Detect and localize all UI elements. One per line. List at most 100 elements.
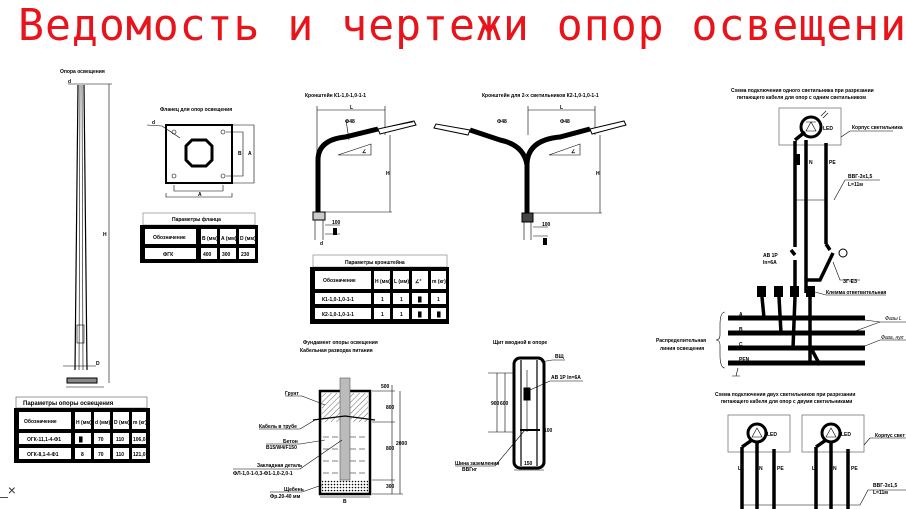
ucs-cursor-icon: _× xyxy=(0,482,16,498)
fuse-box-dim: 100 xyxy=(544,428,553,434)
table-cell: 1 xyxy=(381,312,384,318)
bracket-table-header: H (мм) xyxy=(375,279,391,285)
foundation-dim: В xyxy=(343,499,347,505)
bracket-parameters-table: Параметры кронштейна Обозначение H (мм) … xyxy=(310,254,449,324)
fuse-box-label: ВЩ xyxy=(555,354,565,360)
phase-note: Фазы L xyxy=(885,316,902,322)
bracket-table-header: L (мм) xyxy=(394,279,409,285)
flange-drawing: Фланец для опор освещения d B A A xyxy=(146,107,255,198)
scheme-double-heading: Схема подключения двух светильников при … xyxy=(715,392,855,398)
bracket-table-header: ∠° xyxy=(415,279,421,285)
breaker-label: In=6А xyxy=(763,260,777,266)
fuse-box-label: Шина заземления xyxy=(455,461,499,467)
pole-table-row: ОГК-11,1-4-Ф1 █ 70 110 106,0 xyxy=(19,433,146,444)
cable-length-label: L=11м xyxy=(848,182,863,188)
table-cell: ОГК-8,1-4-Ф1 xyxy=(27,452,59,458)
foundation-dim: 800 xyxy=(386,446,395,452)
pole-dim-top: d xyxy=(68,79,71,85)
wire-label: PE xyxy=(851,466,858,472)
line-label: Распределительная xyxy=(656,338,706,344)
fuse-box-drawing: Щит вводной в опоре ВЩ АВ 1Р In=6А Шина … xyxy=(455,339,583,473)
cable-label: ВВГ-3х1,5 xyxy=(848,174,872,180)
flange-dim-a: A xyxy=(248,151,252,157)
flange-parameters-table: Параметры фланца Обозначение B (мм) A (м… xyxy=(140,212,258,263)
bracket-single-heading: Кронштейн К1-1,0-1,0-1-1 xyxy=(305,92,366,99)
bracket-table-header: Обозначение xyxy=(323,277,356,284)
flange-dim-b: B xyxy=(238,151,242,157)
foundation-drawing: Фундамент опоры освещения Кабельная разв… xyxy=(233,340,407,505)
pole-drawing: Опора освещения d H D xyxy=(60,69,112,388)
table-cell: 400 xyxy=(203,252,212,258)
drawing-title: Ведомость и чертежи опор освещения xyxy=(18,0,906,51)
flange-table-header: Обозначение xyxy=(153,234,186,241)
bracket-double-dim-pipe-left: Ф48 xyxy=(497,119,507,125)
table-cell: 8 xyxy=(81,452,84,458)
fuse-box-label: ВВГнг xyxy=(462,467,477,473)
flange-dim-d: d xyxy=(152,120,155,126)
flange-dim-a-bottom: A xyxy=(198,192,202,198)
table-cell: 110 xyxy=(116,437,124,443)
fuse-box-dim: 150 xyxy=(524,461,533,467)
foundation-label: В15/W4/F150 xyxy=(266,445,297,451)
flange-table-title: Параметры фланца xyxy=(172,216,221,223)
fuse-box-dim: 900 xyxy=(491,401,500,407)
pole-dim-base: D xyxy=(96,361,100,367)
bracket-double-dim-sleeve: 100 xyxy=(542,222,551,228)
table-cell: 106,0 xyxy=(133,437,146,443)
table-cell: К2-1,0-1,0-1-1 xyxy=(322,312,354,318)
foundation-label: Фр.20-40 мм xyxy=(270,494,301,500)
wire-label: N xyxy=(833,466,837,472)
table-cell: ОГК-11,1-4-Ф1 xyxy=(27,437,61,443)
foundation-heading: Фундамент опоры освещения xyxy=(303,340,378,346)
wire-label: N xyxy=(759,466,763,472)
wiring-scheme-single: Схема подключения одного светильника при… xyxy=(656,88,906,377)
bracket-table-row: К2-1,0-1,0-1-1 1 1 █ █ xyxy=(315,308,446,319)
bracket-double-dim-angle: ∠ xyxy=(571,149,576,155)
phase-label: PEN xyxy=(739,357,750,363)
pole-heading: Опора освещения xyxy=(60,69,105,75)
pole-dim-height: H xyxy=(103,232,107,238)
line-label: линия освещения xyxy=(660,346,704,352)
pole-table-header: Обозначение xyxy=(24,418,57,425)
table-cell: 70 xyxy=(98,437,104,443)
pole-table-header: H (мм) xyxy=(76,420,92,426)
wire-label: PE xyxy=(829,160,836,166)
flange-heading: Фланец для опор освещения xyxy=(160,107,232,113)
breaker-label: АВ 1Р xyxy=(763,253,778,259)
table-cell: █ xyxy=(437,311,441,318)
foundation-label: Грунт xyxy=(285,391,299,397)
terminal-blocks xyxy=(757,286,815,297)
bracket-table-title: Параметры кронштейна xyxy=(345,259,405,266)
terminals-label: Клемма ответвительная xyxy=(826,290,886,296)
foundation-label: ФЛ-1,0-1-0,3-Ф1-1,0-2,0-1 xyxy=(233,471,293,477)
bracket-table-row: К1-1,0-1,0-1-1 1 1 █ 1 xyxy=(315,293,446,304)
foundation-dim: 800 xyxy=(386,405,395,411)
foundation-dim: 2000 xyxy=(396,441,407,447)
table-cell: █ xyxy=(418,296,422,303)
table-cell: 70 xyxy=(98,452,104,458)
foundation-label: Закладная деталь xyxy=(257,463,302,469)
bracket-dim-pipe: Ф48 xyxy=(345,119,355,125)
flange-table-header: D (мм) xyxy=(240,236,256,242)
flange-table-header: B (мм) xyxy=(202,236,218,242)
fuse-box-heading: Щит вводной в опоре xyxy=(493,339,547,346)
bracket-single-drawing: Кронштейн К1-1,0-1,0-1-1 L ∠ Ф48 H 100 d xyxy=(305,92,417,247)
lamp-box-label: Корпус светильника xyxy=(852,125,903,131)
bracket-dim-sleeve: 100 xyxy=(332,220,341,226)
bracket-dim-h: H xyxy=(386,171,390,177)
bracket-double-dim-h: H xyxy=(596,171,600,177)
foundation-dim: 500 xyxy=(381,384,390,390)
foundation-label: Кабель в трубе xyxy=(259,423,297,430)
pole-table-header: d (мм) xyxy=(95,420,111,426)
wiring-scheme-double: Схема подключения двух светильников при … xyxy=(715,392,906,509)
lamp-label: LED xyxy=(841,432,851,438)
bracket-dim-angle: ∠ xyxy=(362,149,367,155)
bracket-dim-d: d xyxy=(320,241,323,247)
bracket-table-header: m (кг) xyxy=(432,279,446,285)
foundation-label: Бетон xyxy=(283,439,298,445)
phase-label: B xyxy=(739,327,743,333)
table-cell: 121,0 xyxy=(133,452,146,458)
lamp-box-label: Корпус свет xyxy=(875,433,906,439)
table-cell: 1 xyxy=(437,297,440,303)
